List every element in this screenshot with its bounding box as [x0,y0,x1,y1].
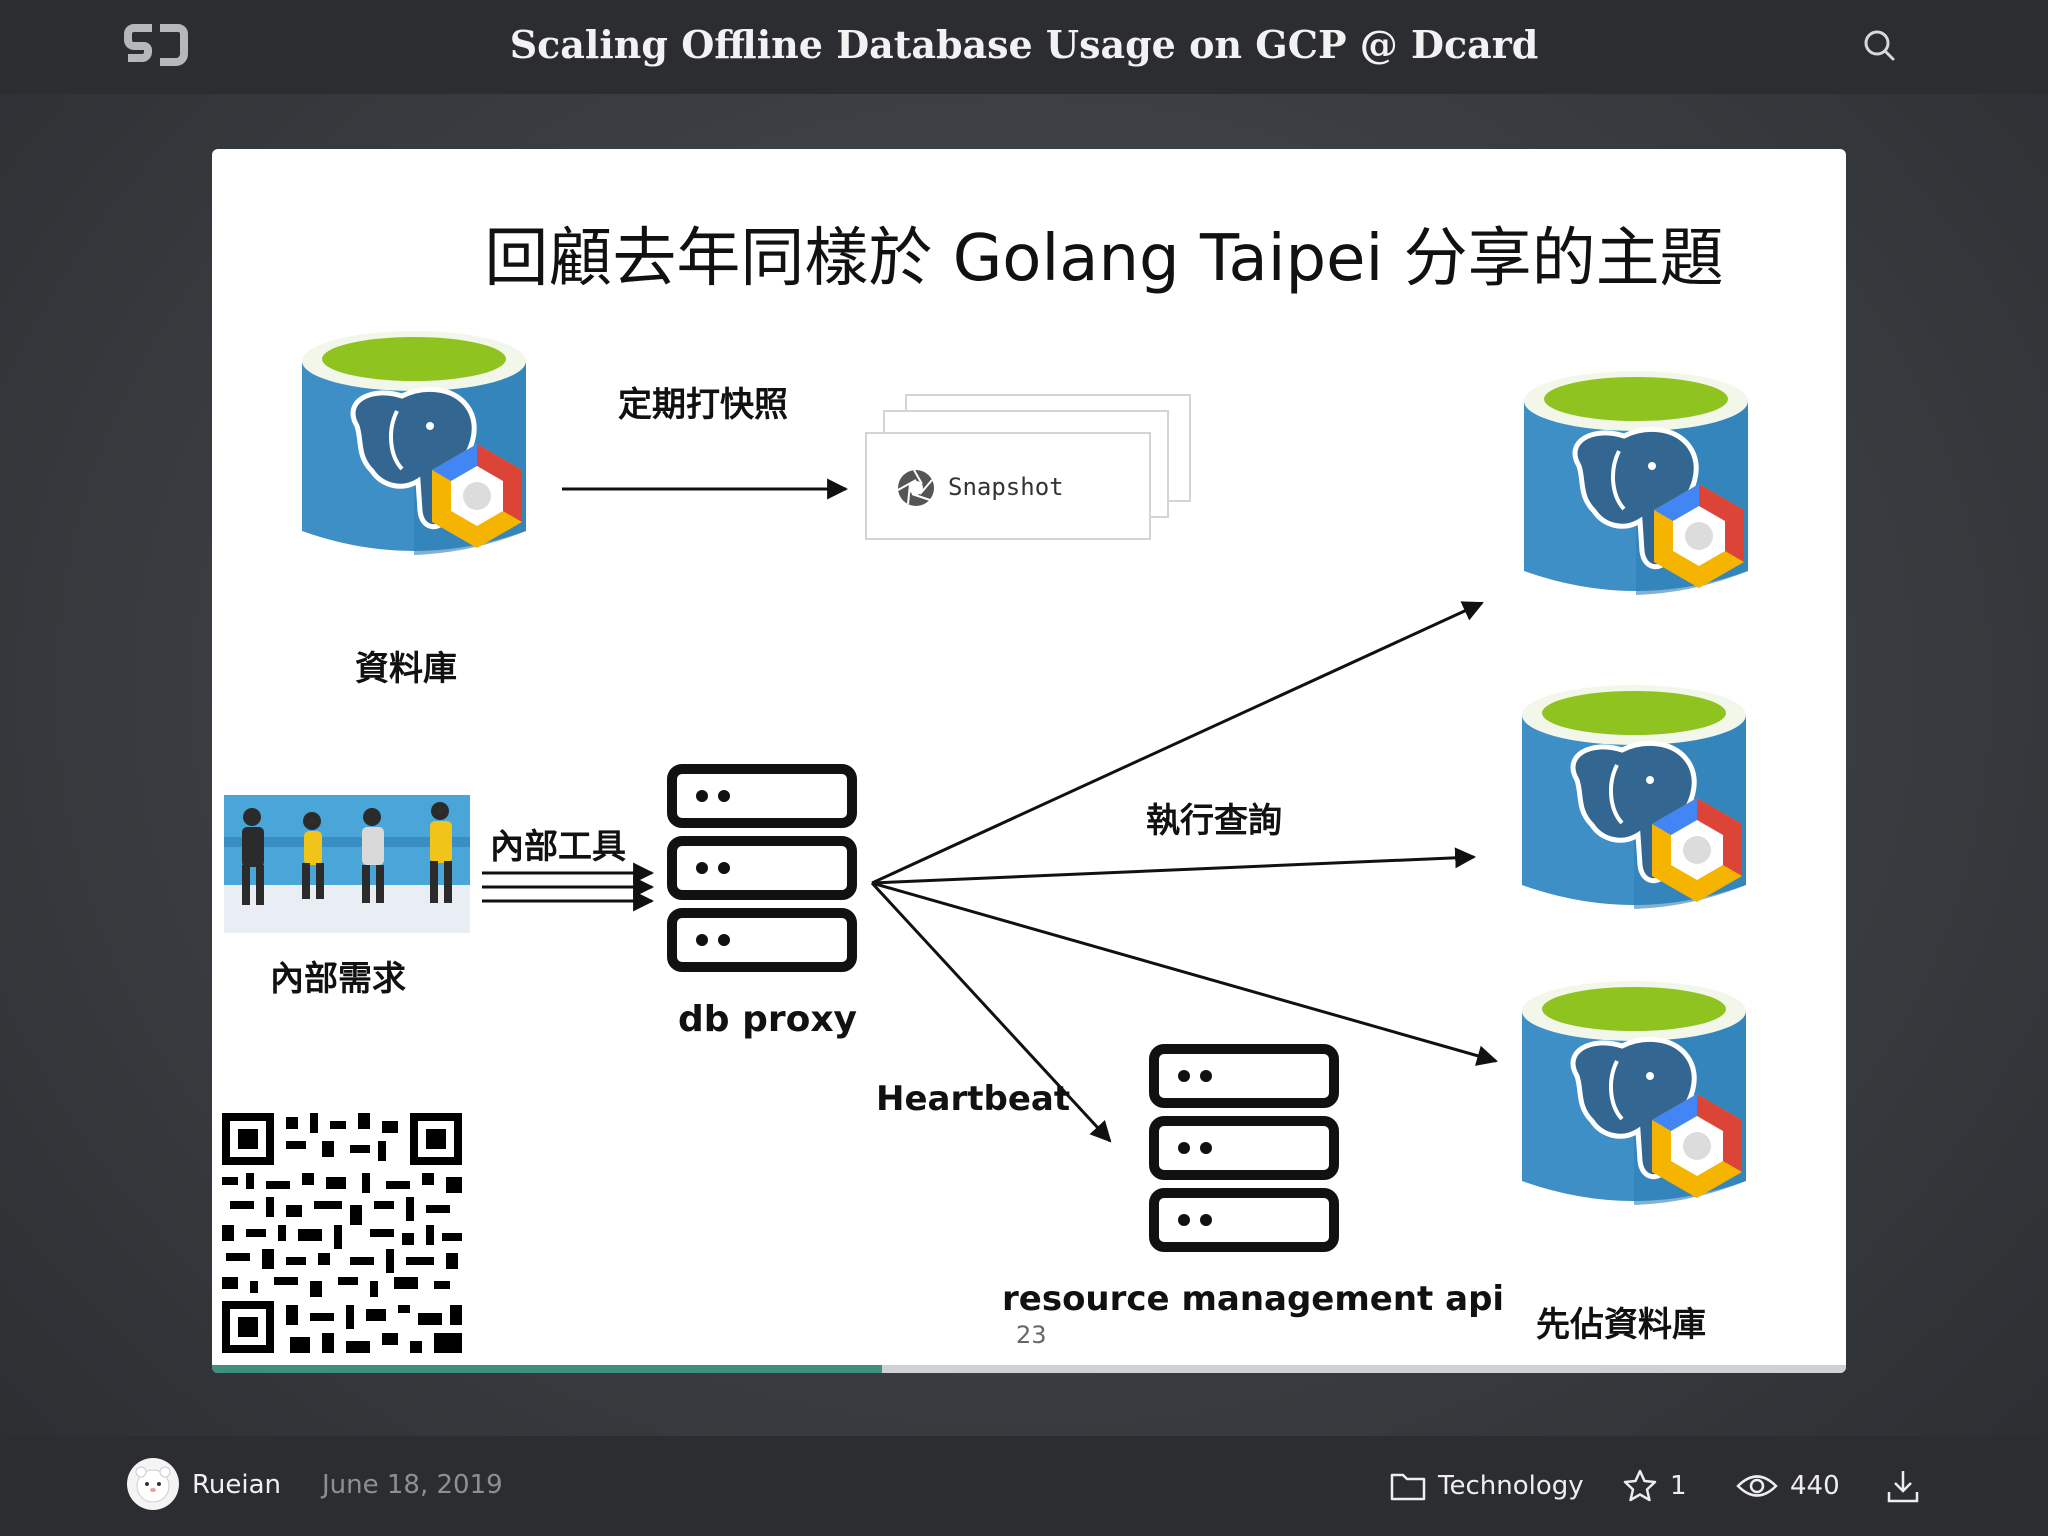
download-icon [1887,1471,1919,1503]
database-label: 資料庫 [355,649,457,689]
slide: 回顧去年同樣於 Golang Taipei 分享的主題 定期打快照 Snapsh… [212,149,1846,1373]
download-button[interactable] [1886,1466,1932,1506]
qr-code [222,1113,462,1353]
snapshot-label: Snapshot [948,473,1064,501]
execute-query-label: 執行查詢 [1146,801,1282,841]
db-proxy-server-icon [672,769,852,967]
page-title: Scaling Offline Database Usage on GCP @ … [509,22,1539,67]
internal-tool-arrows [482,862,655,912]
views-counter: 440 [1736,1466,1840,1506]
aperture-icon [897,469,934,506]
resource-api-label: resource management api [1002,1279,1505,1319]
internal-tools-label: 內部工具 [490,827,626,867]
views-count: 440 [1790,1471,1840,1501]
search-icon[interactable] [1862,28,1898,64]
top-bar: Scaling Offline Database Usage on GCP @ … [0,0,2048,94]
query-arrows [870,601,1499,1143]
snapshot-schedule-label: 定期打快照 [618,385,788,425]
folder-icon [1390,1473,1426,1501]
star-button[interactable]: 1 [1622,1466,1687,1506]
architecture-diagram [222,149,1846,1353]
slide-progress-fill [212,1365,882,1373]
slide-progress-track[interactable] [212,1365,1846,1373]
team-photo [224,795,470,933]
bottom-bar: Rueian June 18, 2019 Technology 1 440 [0,1436,2048,1536]
resource-api-server-icon [1154,1049,1334,1247]
reserved-database-icon [1524,371,1748,595]
slide-title: 回顧去年同樣於 Golang Taipei 分享的主題 [484,222,1724,296]
source-database-icon [302,331,526,555]
star-count: 1 [1670,1471,1687,1501]
internal-needs-label: 內部需求 [270,959,406,999]
eye-icon [1736,1475,1778,1497]
avatar[interactable] [127,1458,179,1510]
db-proxy-label: db proxy [678,999,858,1040]
category-label: Technology [1438,1471,1584,1501]
logo-icon[interactable] [124,22,188,68]
star-icon [1623,1469,1657,1502]
reserve-database-label: 先佔資料庫 [1536,1305,1706,1345]
reserved-database-icon [1522,981,1746,1205]
snapshot-cards [865,394,1191,540]
heartbeat-label: Heartbeat [876,1079,1071,1119]
category-link[interactable]: Technology [1390,1466,1584,1506]
reserved-database-icon [1522,685,1746,909]
slide-page-number: 23 [1016,1321,1047,1349]
publish-date: June 18, 2019 [322,1470,503,1500]
author-name[interactable]: Rueian [192,1470,282,1500]
